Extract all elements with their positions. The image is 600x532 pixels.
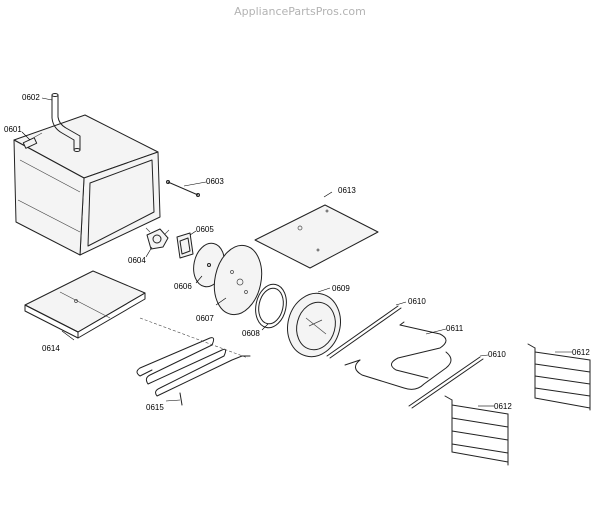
part-0612-side-rack-upper: [527, 343, 591, 411]
oven-cavity: [13, 114, 161, 256]
part-0612-side-rack-lower: [444, 395, 509, 466]
part-0605-bracket: [176, 232, 194, 259]
label-0610-lower: 0610: [488, 350, 506, 359]
label-0602: 0602: [22, 93, 40, 102]
label-0604: 0604: [128, 256, 146, 265]
part-0607-fan-cover: [213, 244, 263, 316]
part-0613-top-plate: [254, 204, 379, 269]
label-0607: 0607: [196, 314, 214, 323]
label-0606: 0606: [174, 282, 192, 291]
label-0614: 0614: [42, 344, 60, 353]
label-0615: 0615: [146, 403, 164, 412]
watermark-text: AppliancePartsPros.com: [234, 5, 366, 18]
label-0605: 0605: [196, 225, 214, 234]
label-0609: 0609: [332, 284, 350, 293]
label-0612-upper: 0612: [572, 348, 590, 357]
label-0610-upper: 0610: [408, 297, 426, 306]
leader-lines: [21, 97, 572, 407]
label-0611: 0611: [446, 324, 464, 333]
part-0614-bottom-tray: [24, 270, 146, 339]
part-0611-convection-element: [344, 321, 452, 390]
label-0601: 0601: [4, 125, 22, 134]
part-0604-fan-motor: [145, 227, 170, 250]
part-0602-vent-tube: [51, 93, 81, 152]
label-0612-lower: 0612: [494, 402, 512, 411]
label-0608: 0608: [242, 329, 260, 338]
part-0603-rod: [166, 180, 200, 197]
part-0608-ring: [255, 283, 287, 329]
part-0609-convection-cover: [287, 292, 341, 358]
label-0603: 0603: [206, 177, 224, 186]
part-0610-rail-lower: [408, 356, 484, 409]
part-0615-bake-element: [136, 337, 251, 406]
part-0610-rail-upper: [326, 305, 402, 359]
label-0613: 0613: [338, 186, 356, 195]
part-0601-sensor: [22, 132, 43, 149]
